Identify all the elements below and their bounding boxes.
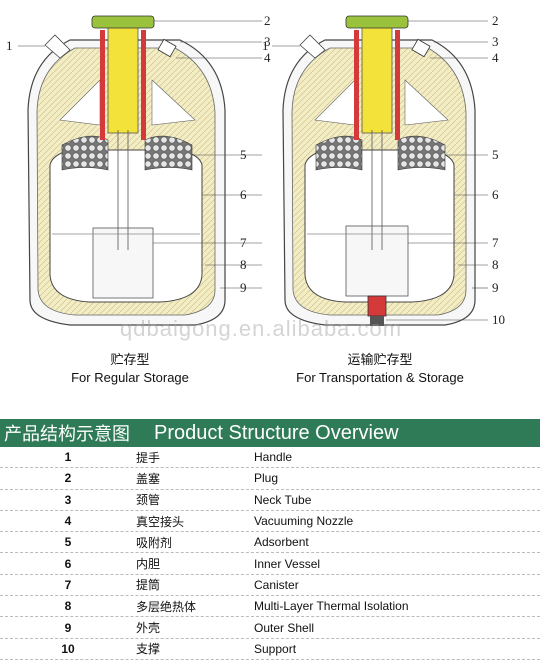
left-caption-en: For Regular Storage xyxy=(71,370,189,385)
callout-number: 3 xyxy=(492,34,499,49)
watermark: qdbaigong.en.alibaba.com xyxy=(120,316,403,341)
handle xyxy=(299,34,326,59)
callout-number: 4 xyxy=(264,50,271,65)
callout-number: 8 xyxy=(240,257,247,272)
vacuuming-nozzle xyxy=(411,38,431,58)
part-name-cn: 盖塞 xyxy=(136,471,161,486)
part-number: 5 xyxy=(64,535,72,550)
right-caption-en: For Transportation & Storage xyxy=(296,370,464,385)
support xyxy=(367,295,387,317)
part-name-en: Multi-Layer Thermal Isolation xyxy=(254,599,409,614)
part-name-en: Adsorbent xyxy=(254,535,309,550)
part-name-cn: 内胆 xyxy=(136,557,161,572)
part-name-cn: 支撑 xyxy=(136,642,161,657)
plug xyxy=(91,15,155,29)
table-row: 7 提筒 Canister xyxy=(0,575,540,597)
part-name-cn: 外壳 xyxy=(136,621,161,636)
table-row: 8 多层绝热体 Multi-Layer Thermal Isolation xyxy=(0,596,540,618)
part-name-en: Plug xyxy=(254,471,279,486)
parts-table: 1 提手 Handle 2 盖塞 Plug 3 颈管 Neck Tube 4 真… xyxy=(0,447,540,660)
callout-number: 6 xyxy=(240,187,247,202)
callout-number: 5 xyxy=(240,147,247,162)
part-name-en: Handle xyxy=(254,450,293,465)
part-name-cn: 吸附剂 xyxy=(136,535,173,550)
part-name-cn: 提手 xyxy=(136,450,161,465)
neck-tube xyxy=(361,24,393,134)
part-name-en: Outer Shell xyxy=(254,620,315,635)
left-caption: 贮存型 For Regular Storage xyxy=(40,352,220,386)
callout-number: 2 xyxy=(492,13,499,28)
diagram-area: 1 2 3 4 5 6 7 8 9 1 2 3 4 5 6 7 8 9 10 q… xyxy=(6,13,505,386)
callout-number: 4 xyxy=(492,50,499,65)
callout-number: 1 xyxy=(262,38,269,53)
adsorbent xyxy=(144,135,193,171)
plug xyxy=(345,15,409,29)
part-number: 3 xyxy=(64,492,72,507)
dewar-diagrams: 1 2 3 4 5 6 7 8 9 1 2 3 4 5 6 7 8 9 10 xyxy=(6,13,505,327)
callout-number: 2 xyxy=(264,13,271,28)
part-number: 4 xyxy=(64,514,72,529)
canister xyxy=(345,225,409,297)
callout-number: 1 xyxy=(6,38,13,53)
vacuuming-nozzle xyxy=(157,38,177,58)
table-row: 1 提手 Handle xyxy=(0,447,540,469)
callout-number: 7 xyxy=(492,235,499,250)
adsorbent xyxy=(61,135,109,171)
part-number: 2 xyxy=(64,471,72,486)
table-row: 9 外壳 Outer Shell xyxy=(0,617,540,639)
part-name-en: Canister xyxy=(254,577,299,592)
table-row: 3 颈管 Neck Tube xyxy=(0,490,540,511)
part-name-en: Neck Tube xyxy=(254,492,312,507)
part-number: 10 xyxy=(61,641,75,656)
canister xyxy=(92,227,154,299)
callout-number: 6 xyxy=(492,187,499,202)
table-title-en: Product Structure Overview xyxy=(154,421,399,444)
table-row: 2 盖塞 Plug xyxy=(0,468,540,490)
right-dewar xyxy=(272,15,488,326)
callout-number: 3 xyxy=(264,34,271,49)
part-number: 6 xyxy=(64,556,72,571)
callout-number: 9 xyxy=(492,280,499,295)
part-number: 9 xyxy=(64,620,72,635)
callout-number: 8 xyxy=(492,257,499,272)
part-name-cn: 多层绝热体 xyxy=(136,599,197,614)
part-name-en: Support xyxy=(254,641,297,656)
adsorbent xyxy=(397,135,446,171)
part-name-cn: 真空接头 xyxy=(136,514,185,529)
callout-number: 5 xyxy=(492,147,499,162)
table-row: 10 支撑 Support xyxy=(0,639,540,660)
table-row: 6 内胆 Inner Vessel xyxy=(0,553,540,575)
part-number: 7 xyxy=(64,577,72,592)
neck-tube xyxy=(107,24,139,134)
part-name-cn: 颈管 xyxy=(136,493,161,508)
table-title-cn: 产品结构示意图 xyxy=(4,424,130,445)
part-number: 8 xyxy=(64,599,72,614)
part-name-en: Vacuuming Nozzle xyxy=(254,514,354,529)
part-number: 1 xyxy=(64,450,72,465)
handle xyxy=(44,34,71,59)
left-dewar xyxy=(18,15,262,326)
right-caption: 运输贮存型 For Transportation & Storage xyxy=(280,352,480,386)
part-name-en: Inner Vessel xyxy=(254,556,321,571)
table-row: 4 真空接头 Vacuuming Nozzle xyxy=(0,511,540,533)
right-caption-cn: 运输贮存型 xyxy=(347,353,413,368)
table-row: 5 吸附剂 Adsorbent xyxy=(0,532,540,554)
table-header: 产品结构示意图 Product Structure Overview xyxy=(0,419,540,447)
callout-number: 10 xyxy=(492,312,505,327)
part-name-cn: 提筒 xyxy=(136,578,161,593)
adsorbent xyxy=(315,135,363,171)
callout-number: 7 xyxy=(240,235,247,250)
left-caption-cn: 贮存型 xyxy=(110,353,150,368)
callout-number: 9 xyxy=(240,280,247,295)
